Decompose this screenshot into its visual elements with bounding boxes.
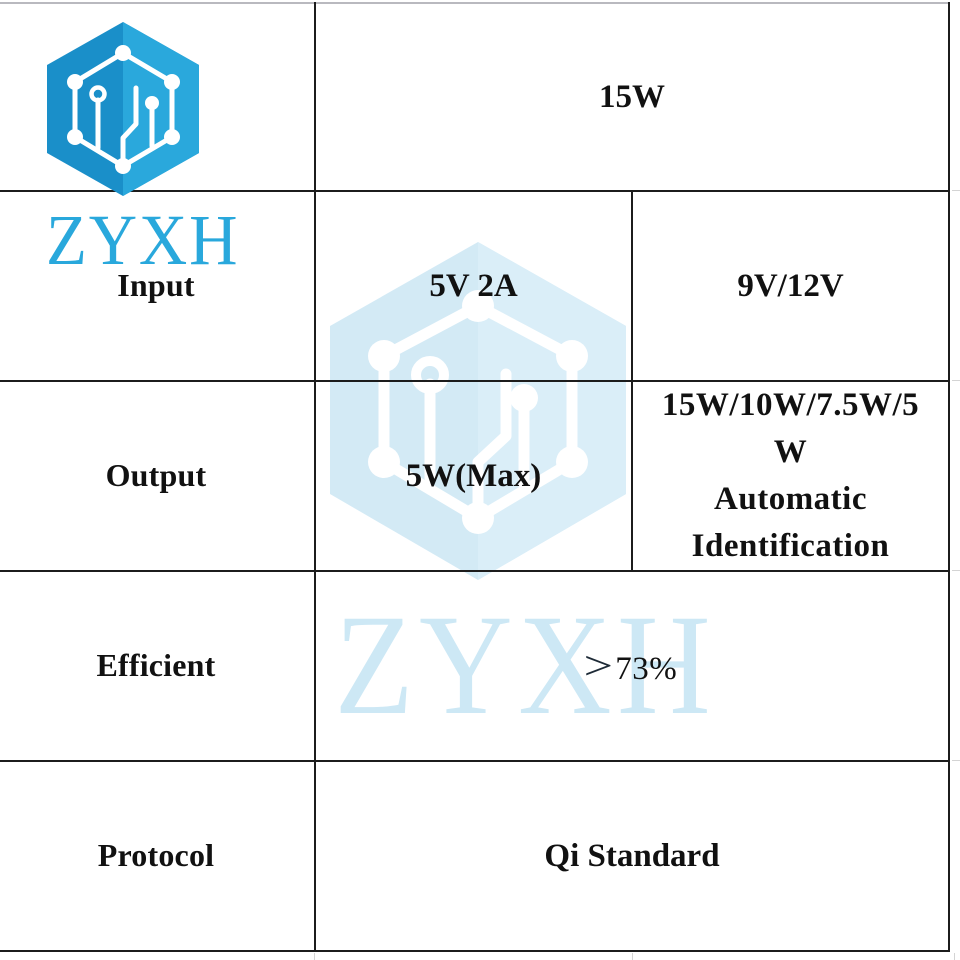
efficient-label: Efficient (96, 646, 216, 683)
table-row-input: Input 5V 2A 9V/12V (0, 190, 950, 382)
hexagon-circuit-icon (47, 22, 199, 196)
output-value-line-1: 15W/10W/7.5W/5 (661, 387, 920, 424)
brand-logo: ZYXH (40, 18, 240, 280)
protocol-label-cell: Protocol (0, 760, 316, 952)
input-label-cell: Input (0, 190, 316, 382)
spec-table: 15W Input 5V 2A 9V/12V Output 5W(Max) 15… (0, 2, 950, 952)
input-label: Input (117, 266, 195, 303)
input-value-9v-12v: 9V/12V (737, 267, 844, 304)
table-row-output: Output 5W(Max) 15W/10W/7.5W/5 W Automati… (0, 380, 950, 572)
protocol-value: Qi Standard (544, 837, 720, 874)
protocol-value-cell: Qi Standard (314, 760, 950, 952)
input-value-5v: 5V 2A (429, 267, 518, 304)
table-row-efficient: Efficient >73% (0, 570, 950, 762)
output-label-cell: Output (0, 380, 316, 572)
output-value-cell-1: 5W(Max) (314, 380, 633, 572)
grid-line (314, 953, 315, 960)
power-value: 15W (599, 78, 665, 115)
input-value-cell-2: 9V/12V (631, 190, 950, 382)
brand-name: ZYXH (45, 200, 240, 280)
efficient-label-cell: Efficient (0, 570, 316, 762)
grid-line (952, 760, 960, 761)
output-value-line-2: W (773, 434, 808, 471)
grid-line (952, 570, 960, 571)
output-label: Output (105, 456, 207, 493)
efficient-value-cell: >73% (314, 570, 950, 762)
table-row-protocol: Protocol Qi Standard (0, 760, 950, 952)
output-value-line-4: Identification (691, 527, 890, 564)
greater-than-symbol: > (583, 642, 613, 688)
input-value-cell-1: 5V 2A (314, 190, 633, 382)
grid-line (632, 953, 633, 960)
output-value-5w: 5W(Max) (405, 457, 542, 494)
grid-line (952, 190, 960, 191)
efficient-value: 73% (615, 650, 678, 687)
protocol-label: Protocol (97, 836, 215, 873)
grid-line (954, 953, 955, 960)
output-value-line-3: Automatic (714, 481, 867, 517)
output-value-cell-2: 15W/10W/7.5W/5 W Automatic Identificatio… (631, 380, 950, 572)
grid-line (952, 380, 960, 381)
power-value-cell: 15W (314, 2, 950, 192)
